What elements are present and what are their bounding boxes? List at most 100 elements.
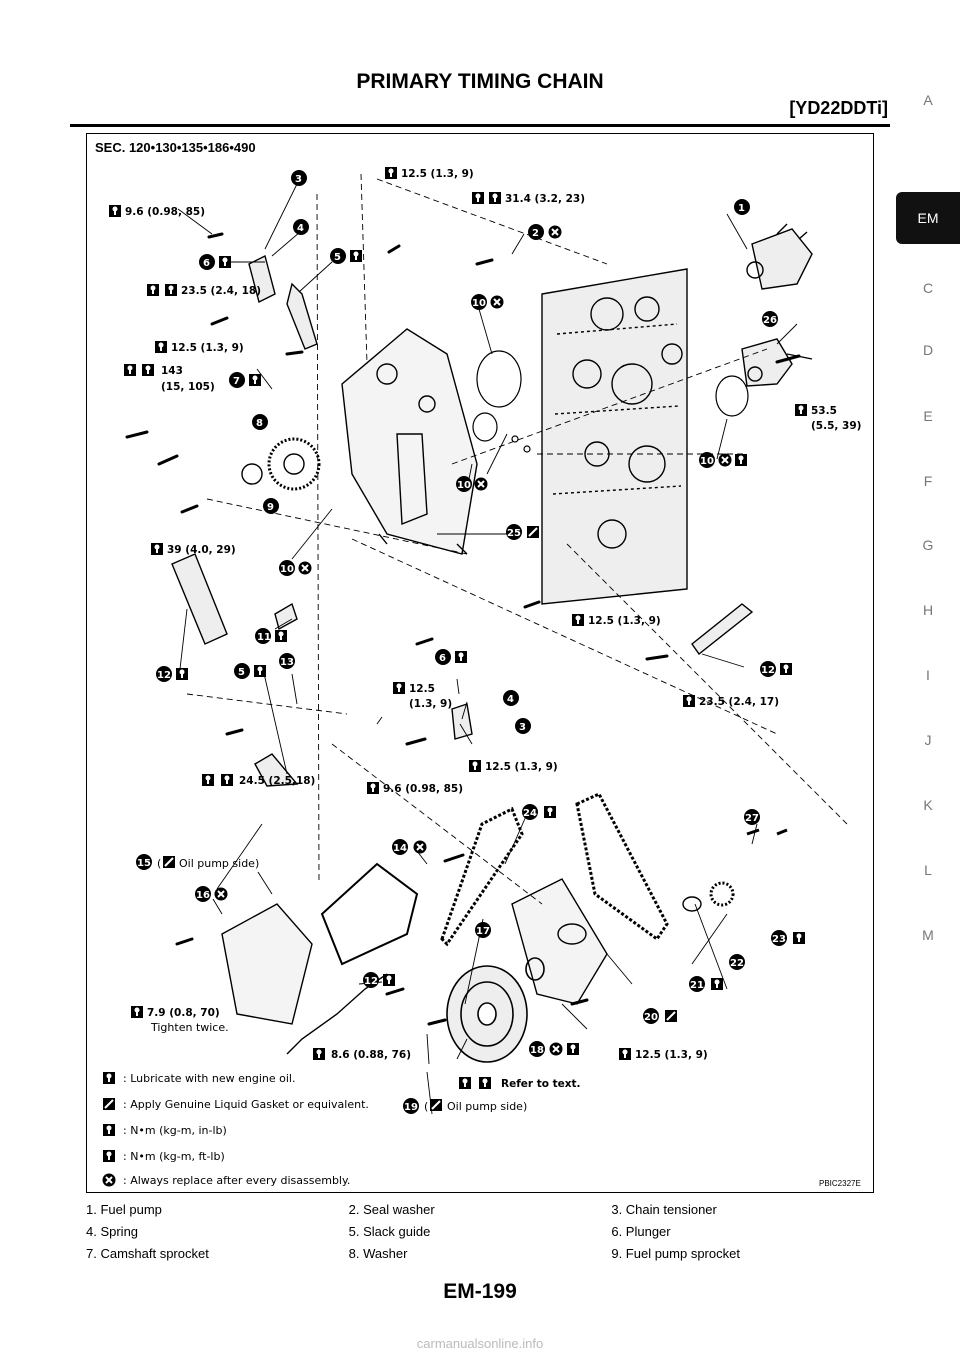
callout-12b: 12 — [760, 661, 792, 677]
svg-text:9: 9 — [267, 502, 274, 513]
callout-10b: 10 — [456, 476, 489, 492]
callout-17: 17 — [475, 922, 491, 938]
cylinder-block-illustration — [541, 268, 688, 605]
oil-pump-side-19-open: ( — [424, 1100, 428, 1113]
svg-text:12: 12 — [364, 976, 378, 987]
sprockets — [241, 437, 788, 912]
figure-legend: : Lubricate with new engine oil. : Apply… — [101, 1072, 369, 1188]
callout-3b: 3 — [515, 718, 531, 734]
legend-replace: : Always replace after every disassembly… — [123, 1174, 350, 1187]
svg-text:24: 24 — [523, 808, 537, 819]
callout-27: 27 — [744, 809, 760, 825]
callout-11: 11 — [255, 628, 287, 644]
chain-guides — [171, 254, 754, 787]
callout-10d: 10 — [279, 560, 313, 576]
torque-12-5-c: 12.5 (1.3, 9) — [588, 615, 661, 627]
svg-text:25: 25 — [507, 528, 521, 539]
tab-f[interactable]: F — [923, 473, 933, 489]
callout-1: 1 — [734, 199, 750, 215]
bolts — [125, 232, 801, 1026]
svg-text:11: 11 — [257, 632, 271, 643]
svg-text:15: 15 — [137, 858, 151, 869]
svg-text:5: 5 — [238, 667, 245, 678]
tab-i[interactable]: I — [926, 667, 930, 683]
svg-text:6: 6 — [203, 258, 210, 269]
callout-19: 19 — [403, 1098, 419, 1114]
svg-text:1: 1 — [738, 203, 745, 214]
svg-text:3: 3 — [295, 174, 302, 185]
svg-text:5: 5 — [334, 252, 341, 263]
callout-12c: 12 — [363, 972, 395, 988]
torque-31-4: 31.4 (3.2, 23) — [505, 193, 585, 205]
torque-7-9-note: Tighten twice. — [150, 1021, 229, 1034]
oil-pump-side-19: Oil pump side) — [447, 1100, 527, 1113]
tab-e[interactable]: E — [923, 408, 933, 424]
tab-l[interactable]: L — [924, 862, 932, 878]
page-subtitle: [YD22DDTi] — [789, 98, 888, 118]
part-callouts: 1 2 3 4 5 6 7 8 9 10 10 10 10 11 12 12 1… — [136, 170, 805, 1114]
svg-text:10: 10 — [280, 564, 294, 575]
header-rule — [70, 124, 890, 127]
legend-torque-in-lb: : N•m (kg-m, in-lb) — [123, 1124, 227, 1137]
tab-h[interactable]: H — [922, 602, 934, 618]
svg-text:18: 18 — [530, 1045, 544, 1056]
tab-m[interactable]: M — [922, 927, 934, 943]
tab-d[interactable]: D — [922, 342, 934, 358]
page-title: PRIMARY TIMING CHAIN — [356, 70, 604, 93]
refer-to-text: Refer to text. — [501, 1078, 581, 1090]
page-number: EM-199 — [443, 1280, 517, 1303]
torque-23-5-18: 23.5 (2.4, 18) — [181, 285, 261, 297]
svg-text:8: 8 — [256, 418, 263, 429]
part-item: 9. Fuel pump sprocket — [611, 1245, 740, 1261]
callout-16: 16 — [195, 886, 229, 902]
svg-text:3: 3 — [519, 722, 526, 733]
tab-em[interactable]: EM — [896, 192, 960, 244]
part-item: 7. Camshaft sprocket — [86, 1245, 209, 1261]
svg-text:23: 23 — [772, 934, 786, 945]
callout-6b: 6 — [435, 649, 467, 665]
svg-text:20: 20 — [644, 1012, 658, 1023]
parts-list: 1. Fuel pump 2. Seal washer 3. Chain ten… — [86, 1198, 874, 1264]
torque-9-6-mid: 9.6 (0.98, 85) — [383, 783, 463, 795]
tab-k[interactable]: K — [923, 797, 933, 813]
callout-21: 21 — [689, 976, 723, 992]
part-item: 3. Chain tensioner — [611, 1201, 717, 1217]
svg-text:6: 6 — [439, 653, 446, 664]
tab-j[interactable]: J — [924, 732, 932, 748]
svg-text:10: 10 — [472, 298, 486, 309]
callout-12a: 12 — [156, 666, 188, 682]
torque-12-5-d: 12.5 — [409, 683, 435, 695]
parts-row: 7. Camshaft sprocket 8. Washer 9. Fuel p… — [86, 1242, 874, 1264]
callout-9: 9 — [263, 498, 279, 514]
svg-text:7: 7 — [233, 376, 240, 387]
part-item: 1. Fuel pump — [86, 1201, 162, 1217]
callout-13: 13 — [279, 653, 295, 669]
tab-a[interactable]: A — [923, 92, 933, 108]
svg-text:13: 13 — [280, 657, 294, 668]
pump-26-illustration — [741, 338, 813, 387]
o-rings — [472, 350, 749, 453]
tab-g[interactable]: G — [922, 537, 934, 553]
figure-code: PBIC2327E — [819, 1179, 861, 1188]
part-item: 2. Seal washer — [348, 1201, 435, 1217]
callout-25: 25 — [506, 524, 540, 540]
part-item: 4. Spring — [86, 1223, 139, 1239]
svg-text:16: 16 — [196, 890, 210, 901]
callout-20: 20 — [643, 1008, 678, 1024]
callout-10c: 10 — [699, 452, 747, 468]
callout-22: 22 — [729, 954, 745, 970]
tab-c[interactable]: C — [922, 280, 934, 296]
torque-39: 39 (4.0, 29) — [167, 544, 236, 556]
callout-15: 15 — [136, 854, 152, 870]
oil-pump-side-15: Oil pump side) — [179, 857, 259, 870]
svg-text:21: 21 — [690, 980, 704, 991]
svg-text:4: 4 — [507, 694, 514, 705]
callout-23: 23 — [771, 930, 805, 946]
torque-143: 143 — [161, 365, 183, 377]
legend-gasket: : Apply Genuine Liquid Gasket or equival… — [123, 1098, 369, 1111]
solid-leaders — [177, 183, 798, 1115]
callout-5b: 5 — [234, 663, 266, 679]
section-label: SEC. 120•130•135•186•490 — [95, 140, 256, 155]
torque-24-5: 24.5 (2.5,18) — [239, 775, 315, 787]
svg-text:12: 12 — [761, 665, 775, 676]
